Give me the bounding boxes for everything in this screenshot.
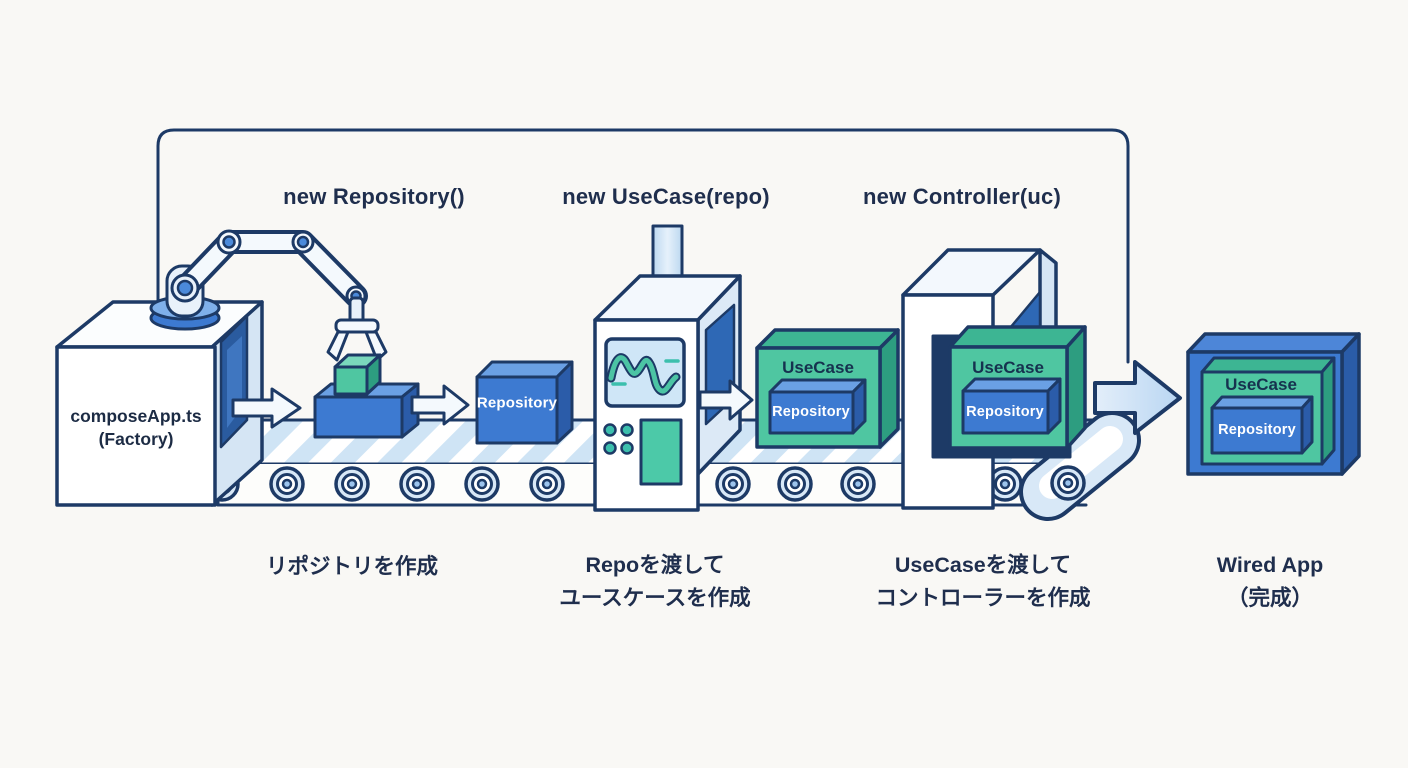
part-cube-on-box	[313, 353, 420, 439]
machine-slot	[639, 418, 683, 486]
robot-arm	[149, 229, 388, 362]
factory-label: composeApp.ts (Factory)	[70, 406, 202, 449]
wired-repository-box	[1210, 395, 1314, 455]
factory-box	[55, 300, 264, 507]
flow-arrow-3	[698, 379, 754, 421]
step1-caption: リポジトリを作成	[265, 554, 439, 579]
flow-arrow-4	[1093, 360, 1182, 435]
flow-arrow-2	[410, 384, 470, 426]
flow-arrow-1	[231, 387, 302, 429]
wired-app-box	[1186, 332, 1361, 476]
robot-arm-links	[173, 230, 368, 308]
step3-code-label: new Controller(uc)	[863, 184, 1061, 209]
usecase-repository-label: Repository	[772, 404, 850, 420]
gate-usecase-box-label: UseCase	[972, 358, 1044, 377]
step3-caption: UseCaseを渡して コントローラーを作成	[875, 553, 1091, 610]
step1-code-label: new Repository()	[283, 184, 465, 209]
machine-buttons	[603, 423, 634, 455]
repository-box-label: Repository	[476, 394, 558, 412]
repository-box-3d	[475, 360, 574, 445]
controller-gate	[901, 248, 1087, 510]
usecase-box-in-gate	[948, 325, 1087, 450]
step2-caption: Repoを渡して ユースケースを作成	[559, 553, 751, 610]
wired-usecase-label: UseCase	[1225, 375, 1297, 394]
machine-screen	[604, 337, 686, 408]
step2-code-label: new UseCase(repo)	[562, 184, 770, 209]
usecase-box-3d	[755, 328, 900, 449]
robot-gripper	[326, 296, 388, 362]
result-caption: Wired App （完成）	[1216, 553, 1324, 610]
wired-repository-label: Repository	[1218, 422, 1296, 438]
usecase-box-label: UseCase	[782, 358, 854, 377]
conveyor-end-drum	[1019, 411, 1141, 521]
assembly-machine	[593, 224, 742, 512]
loop-arrow-line	[156, 128, 1130, 364]
gate-repository-label: Repository	[966, 404, 1044, 420]
